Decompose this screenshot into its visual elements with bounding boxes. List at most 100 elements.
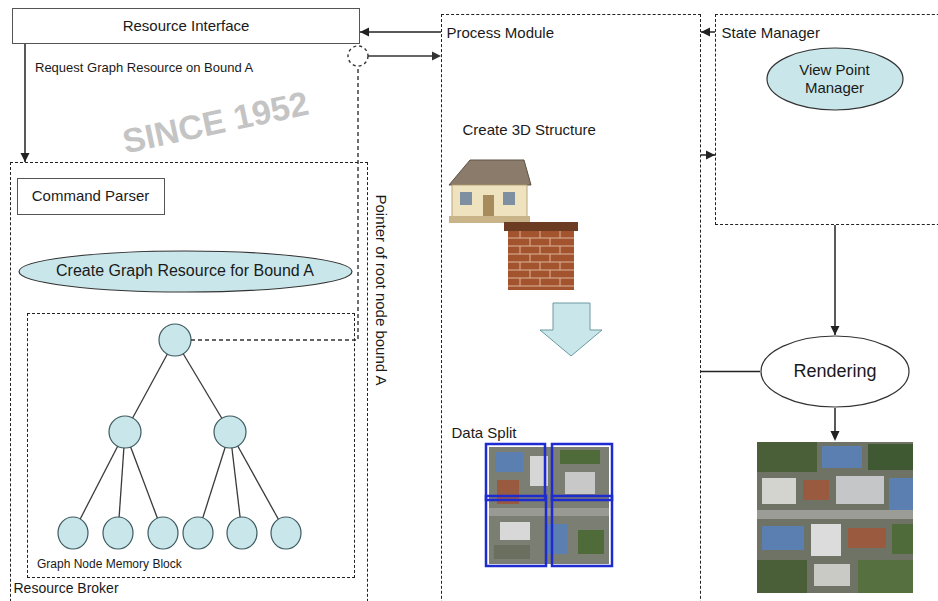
data-split-image-part bbox=[578, 530, 604, 554]
data-split-image-part-part bbox=[552, 496, 612, 566]
connector bbox=[21, 44, 30, 162]
node-title: Process Module bbox=[447, 24, 555, 42]
rendering-output-arrow-part bbox=[834, 408, 836, 432]
tree-node-circles-part bbox=[159, 324, 191, 356]
aerial-image-part bbox=[757, 442, 913, 593]
house-illustration bbox=[449, 160, 531, 223]
tree-node-circles-part bbox=[183, 517, 213, 549]
ellipse-shape bbox=[19, 251, 352, 292]
aerial-image-part bbox=[803, 480, 829, 500]
aerial-image-part bbox=[762, 526, 804, 550]
rendering-output-arrow bbox=[831, 408, 840, 441]
arrowhead bbox=[701, 28, 710, 37]
arrowhead bbox=[360, 28, 369, 37]
module-region: State ManagerView Point Manager bbox=[715, 14, 938, 225]
aerial-image-part bbox=[757, 442, 817, 472]
connector-label: Request Graph Resource on Bound A bbox=[33, 60, 255, 76]
node-title: View Point Manager bbox=[785, 61, 885, 97]
node-title: Create Graph Resource for Bound A bbox=[56, 261, 314, 280]
house-illustration-part bbox=[449, 160, 531, 185]
tree-node-circles-part bbox=[109, 416, 141, 448]
tree-node-circles-part bbox=[58, 517, 88, 549]
process-ellipse: Rendering bbox=[760, 335, 910, 408]
arrowhead bbox=[21, 153, 30, 162]
ellipse-shape bbox=[767, 48, 903, 110]
ellipse-shape bbox=[761, 336, 909, 407]
data-split-image-part bbox=[494, 545, 530, 559]
aerial-image-part bbox=[858, 560, 913, 593]
root-pointer-part bbox=[191, 66, 358, 340]
data-split-image-part bbox=[495, 452, 523, 472]
module-region: Process ModuleCreate 3D StructureData Sp… bbox=[441, 14, 701, 601]
aerial-image-part bbox=[757, 510, 913, 519]
tree-node-circles-part bbox=[148, 517, 178, 549]
root-pointer-part bbox=[368, 55, 433, 56]
data-split-image-part bbox=[486, 444, 612, 566]
brick-wall-illustration-part bbox=[504, 222, 578, 231]
watermark: SINCE 1952 bbox=[118, 82, 311, 161]
node-text: Data Split bbox=[452, 424, 517, 442]
connector bbox=[831, 225, 840, 335]
aerial-image bbox=[757, 442, 913, 593]
aerial-image-part bbox=[822, 446, 862, 468]
data-split-image-part-part bbox=[486, 444, 545, 500]
aerial-image-part bbox=[757, 560, 807, 593]
data-split-image-part bbox=[489, 447, 609, 564]
root-pointer-part bbox=[432, 52, 441, 61]
node-title: Rendering bbox=[793, 361, 876, 383]
aerial-image-part bbox=[814, 564, 850, 586]
tree-node-circles-part bbox=[103, 517, 133, 549]
arrowhead bbox=[706, 151, 715, 160]
data-split-image-part bbox=[565, 472, 595, 494]
data-split-image-part bbox=[560, 450, 600, 464]
aerial-image-part bbox=[811, 524, 841, 556]
node-title: Resource Broker bbox=[14, 580, 119, 597]
tree-node-circles bbox=[58, 324, 301, 549]
aerial-image-part bbox=[892, 524, 913, 554]
root-pointer-part bbox=[348, 46, 368, 66]
house-illustration-part bbox=[460, 192, 472, 205]
aerial-image-part bbox=[889, 478, 913, 512]
node-title: State Manager bbox=[722, 24, 820, 42]
connector-line bbox=[360, 31, 441, 33]
node-title: Resource Interface bbox=[123, 17, 250, 35]
connector-line bbox=[24, 44, 26, 162]
connector-line bbox=[701, 371, 760, 373]
process-box: Resource Interface bbox=[12, 8, 360, 44]
data-split-image-part bbox=[489, 508, 609, 516]
data-split-image-part-part bbox=[486, 496, 546, 566]
down-block-arrow bbox=[540, 303, 602, 356]
brick-wall-illustration bbox=[504, 222, 578, 290]
house-illustration-part bbox=[503, 192, 515, 205]
process-ellipse: Create Graph Resource for Bound A bbox=[18, 250, 353, 293]
brick-wall-illustration-part bbox=[508, 229, 574, 290]
data-split-image bbox=[486, 444, 612, 566]
aerial-image-part bbox=[868, 444, 913, 470]
data-split-image-part-part bbox=[552, 444, 612, 500]
connector bbox=[701, 151, 715, 160]
tree-node-circles-part bbox=[271, 517, 301, 549]
node-text: Create 3D Structure bbox=[463, 121, 596, 139]
house-illustration-part bbox=[452, 185, 527, 217]
connector-line bbox=[834, 225, 836, 335]
house-illustration-part bbox=[483, 195, 494, 217]
connector bbox=[701, 371, 760, 372]
arrowhead bbox=[831, 326, 840, 335]
tree-node-circles-part bbox=[214, 416, 246, 448]
connector bbox=[360, 28, 441, 37]
house-illustration-part bbox=[449, 216, 530, 223]
module-region: Graph Node Memory Block bbox=[27, 313, 355, 578]
aerial-image-part bbox=[848, 528, 886, 548]
tree-node-circles-part bbox=[227, 517, 257, 549]
rendering-output-arrow-part bbox=[831, 431, 840, 441]
data-split-image-part bbox=[500, 522, 530, 540]
node-title: Command Parser bbox=[32, 187, 150, 205]
process-ellipse: View Point Manager bbox=[766, 47, 904, 111]
node-title: Graph Node Memory Block bbox=[37, 557, 182, 571]
brick-wall-illustration-part bbox=[508, 231, 574, 286]
module-region: Resource Broker Command ParserCreate Grap… bbox=[10, 162, 368, 601]
data-split-image-part bbox=[545, 524, 567, 554]
tree-edges bbox=[73, 340, 286, 533]
